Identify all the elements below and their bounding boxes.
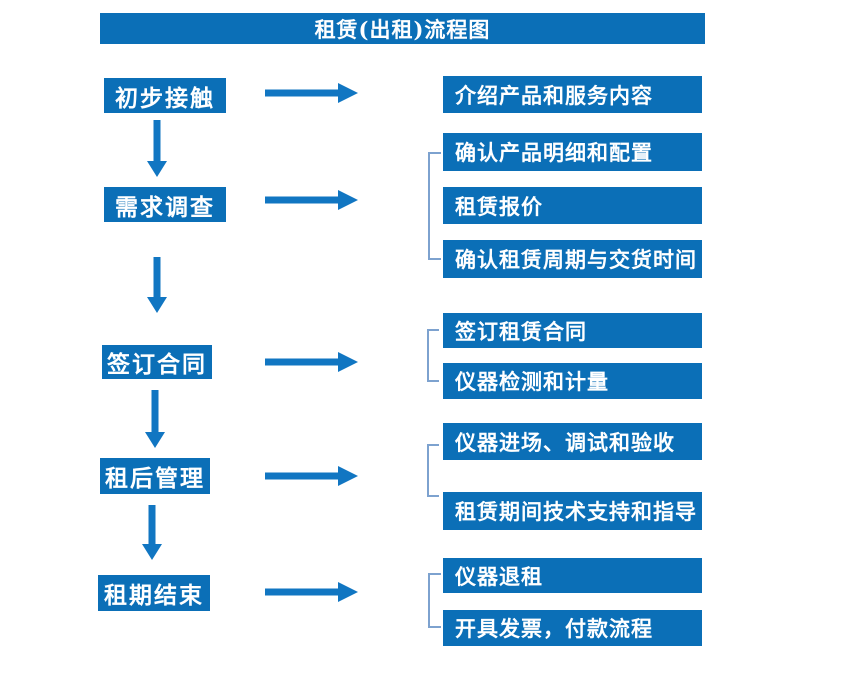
detail-label: 仪器检测和计量 <box>455 369 609 394</box>
detail-box-rental-quotation: 租赁报价 <box>443 187 702 224</box>
detail-box-technical-support: 租赁期间技术支持和指导 <box>443 492 702 530</box>
group-bracket-step2 <box>428 152 441 260</box>
detail-box-confirm-period-delivery: 确认租赁周期与交货时间 <box>443 240 702 278</box>
step-label: 需求调查 <box>115 193 215 221</box>
group-bracket-step5 <box>428 573 441 628</box>
detail-box-instrument-return: 仪器退租 <box>443 558 702 593</box>
flow-arrow-step5 <box>265 582 358 602</box>
step-box-sign-contract: 签订合同 <box>102 345 212 379</box>
step-box-rental-end: 租期结束 <box>98 575 210 611</box>
detail-label: 签订租赁合同 <box>455 318 587 344</box>
detail-label: 介绍产品和服务内容 <box>455 82 653 108</box>
down-arrow-step1-step2 <box>147 120 167 177</box>
flow-arrow-step1 <box>265 83 358 103</box>
flow-arrow-step2 <box>265 190 358 210</box>
detail-label: 确认租赁周期与交货时间 <box>455 247 697 272</box>
flowchart-title-bar: 租赁(出租)流程图 <box>100 13 705 44</box>
detail-label: 租赁期间技术支持和指导 <box>455 499 697 524</box>
step-box-post-rental-management: 租后管理 <box>100 458 210 494</box>
detail-label: 仪器进场、调试和验收 <box>455 429 675 455</box>
step-box-initial-contact: 初步接触 <box>104 78 226 113</box>
detail-box-sign-rental-contract: 签订租赁合同 <box>443 313 702 348</box>
flowchart-title: 租赁(出租)流程图 <box>314 16 491 42</box>
down-arrow-step2-step3 <box>147 257 167 313</box>
step-label: 租期结束 <box>104 582 204 609</box>
detail-box-instrument-inspection: 仪器检测和计量 <box>443 363 702 399</box>
down-arrow-step4-step5 <box>142 505 162 560</box>
detail-label: 开具发票，付款流程 <box>455 616 653 641</box>
detail-label: 租赁报价 <box>455 193 543 219</box>
detail-box-confirm-product-config: 确认产品明细和配置 <box>443 133 702 171</box>
step-label: 租后管理 <box>105 465 205 492</box>
detail-label: 仪器退租 <box>455 563 543 589</box>
detail-box-invoice-payment: 开具发票，付款流程 <box>443 610 702 646</box>
detail-label: 确认产品明细和配置 <box>455 140 653 165</box>
flow-arrow-step3 <box>265 352 358 372</box>
step-label: 签订合同 <box>107 351 207 378</box>
step-label: 初步接触 <box>115 84 215 112</box>
detail-box-instrument-setup-acceptance: 仪器进场、调试和验收 <box>443 423 702 460</box>
step-box-demand-survey: 需求调查 <box>104 187 226 222</box>
group-bracket-step3 <box>427 329 439 382</box>
down-arrow-step3-step4 <box>145 390 165 448</box>
flow-arrow-step4 <box>265 466 358 486</box>
group-bracket-step4 <box>427 444 439 497</box>
detail-box-introduce-products: 介绍产品和服务内容 <box>443 76 702 113</box>
